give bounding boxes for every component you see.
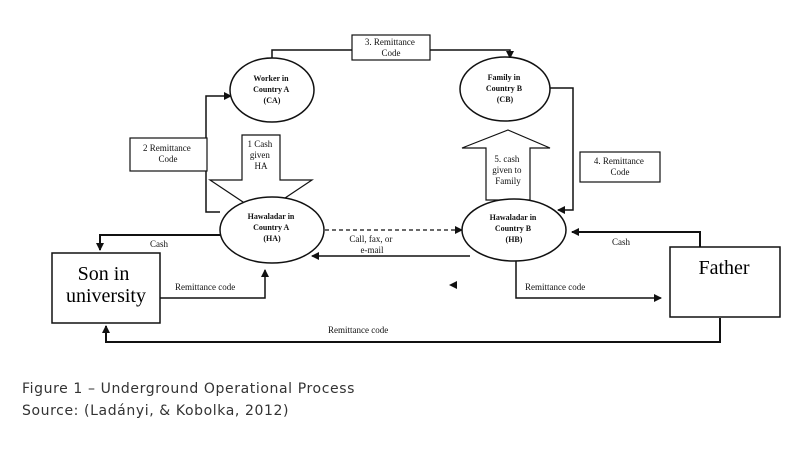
remit-right-label: Remittance code <box>525 282 585 292</box>
node-family <box>459 56 551 122</box>
family-label-1: Family in <box>488 73 521 82</box>
step5-label-2: given to <box>492 165 522 175</box>
step4-box <box>579 151 661 183</box>
hawaladar-b-label-3: (HB) <box>506 235 523 244</box>
step1-label-2: given <box>250 150 270 160</box>
step1-label: 1 Cash given HA <box>248 139 275 171</box>
hawaladar-a-label-1: Hawaladar in <box>248 212 295 221</box>
cash-right-label: Cash <box>612 237 631 247</box>
remit-left-label: Remittance code <box>175 282 235 292</box>
edge-father-to-son-remit <box>102 318 721 343</box>
step3-label-1: 3. Remittance <box>365 37 415 47</box>
family-label-2: Country B <box>486 84 523 93</box>
step4-label-2: Code <box>611 167 630 177</box>
call-label-1: Call, fax, or <box>349 234 392 244</box>
father-label: Father <box>698 257 749 279</box>
step5-label: 5. cash given to Family <box>492 154 524 186</box>
step2-label-1: 2 Remittance <box>143 143 191 153</box>
node-worker <box>229 57 315 123</box>
hawaladar-a-label: Hawaladar in Country A (HA) <box>248 212 297 243</box>
figure-source: Source: (Ladányi, & Kobolka, 2012) <box>22 403 290 419</box>
father-box <box>669 246 781 318</box>
hawaladar-a-label-3: (HA) <box>263 234 281 243</box>
step2-label: 2 Remittance Code <box>143 143 193 164</box>
edge-ha-to-son-cash <box>96 234 222 251</box>
step3-box <box>351 34 431 61</box>
edge-son-to-ha-remit <box>160 269 269 299</box>
son-label: Son in university <box>66 263 146 307</box>
worker-label: Worker in Country A (CA) <box>253 74 291 105</box>
step2-label-2: Code <box>159 154 178 164</box>
family-label-3: (CB) <box>497 95 514 104</box>
worker-label-3: (CA) <box>264 96 281 105</box>
step4-label: 4. Remittance Code <box>594 156 646 177</box>
step4-label-1: 4. Remittance <box>594 156 644 166</box>
worker-label-2: Country A <box>253 85 289 94</box>
step2-box <box>129 137 208 172</box>
edge-ha-to-worker <box>205 92 232 213</box>
edge-hb-to-father-remit <box>515 260 662 302</box>
remit-bottom-label: Remittance code <box>328 325 388 335</box>
node-hawaladar-b <box>461 198 567 262</box>
figure-caption: Figure 1 – Underground Operational Proce… <box>22 381 356 397</box>
hawaladar-b-label-1: Hawaladar in <box>490 213 537 222</box>
edge-family-to-hb <box>548 87 574 214</box>
step5-label-3: Family <box>495 176 521 186</box>
step5-label-1: 5. cash <box>494 154 519 164</box>
block-arrow-down <box>208 134 314 215</box>
family-label: Family in Country B (CB) <box>486 73 524 104</box>
son-label-2: university <box>66 285 146 307</box>
stray-arrowhead <box>449 281 457 289</box>
step3-label: 3. Remittance Code <box>365 37 417 58</box>
step1-label-3: HA <box>255 161 268 171</box>
cash-left-label: Cash <box>150 239 169 249</box>
hawaladar-b-label-2: Country B <box>495 224 532 233</box>
son-box <box>51 252 161 324</box>
call-label: Call, fax, or e-mail <box>349 234 394 255</box>
hawaladar-b-label: Hawaladar in Country B (HB) <box>490 213 539 244</box>
call-label-2: e-mail <box>361 245 384 255</box>
step3-label-2: Code <box>382 48 401 58</box>
node-hawaladar-a <box>219 196 325 264</box>
step1-label-1: 1 Cash <box>248 139 273 149</box>
son-label-1: Son in <box>78 263 130 285</box>
worker-label-1: Worker in <box>253 74 289 83</box>
hawaladar-a-label-2: Country A <box>253 223 289 232</box>
